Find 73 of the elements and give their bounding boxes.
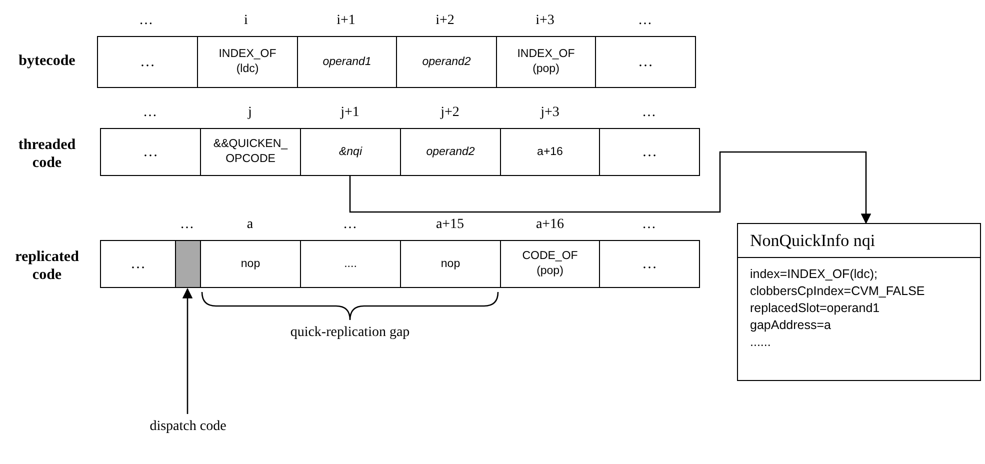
arrow [182,288,193,414]
cell-text: operand2 [422,54,471,70]
index-label: i+1 [336,12,356,30]
index-label: … [642,216,656,234]
code-cell [599,240,700,288]
cell-text: operand2 [426,144,475,160]
field-text: clobbersCpIndex=CVM_FALSE [750,283,926,300]
index-label: i+2 [436,12,454,30]
row-label: bytecode [18,52,76,70]
code-cell [400,128,501,176]
index-label: i [244,12,248,30]
index-label: a+16 [536,216,564,234]
code-cell [200,240,301,288]
index-label: j+2 [440,104,460,122]
cell-text: … [143,142,158,162]
index-label: … [143,104,157,122]
pointer-label: dispatch code [150,418,226,436]
cell-text: … [642,254,657,274]
code-cell [595,36,696,88]
code-cell [100,240,176,288]
code-cell [500,128,600,176]
cell-text: &nqi [338,144,362,160]
cell-text: CODE_OF [522,249,578,264]
code-cell [500,240,600,288]
cell-text: nop [440,256,460,272]
code-cell [300,128,401,176]
cell-text: … [140,52,155,72]
code-cell [200,128,301,176]
index-label: … [638,12,652,30]
code-cell [100,128,201,176]
code-cell [97,36,198,88]
field-text: index=INDEX_OF(ldc); [750,266,878,283]
row-label: threaded code [17,136,77,172]
index-label: i+3 [536,12,554,30]
code-cell [496,36,596,88]
cell-text: (pop) [532,62,560,77]
cell-text: (ldc) [236,62,259,77]
cell-text: (pop) [536,264,564,279]
field-text: gapAddress=a [750,317,832,334]
cell-text: … [638,52,653,72]
cell-text: INDEX_OF [218,47,276,62]
cell-text: … [130,254,146,274]
arrow [349,151,872,224]
index-label: j [248,104,252,122]
index-label: j+1 [340,104,360,122]
index-label: … [343,216,357,234]
cell-text: OPCODE [226,152,276,167]
index-label: j+3 [540,104,560,122]
index-label: a+15 [436,216,464,234]
index-label: … [642,104,656,122]
code-cell [300,240,401,288]
cell-text: a+16 [537,144,563,160]
index-label: … [180,216,194,234]
code-cell [396,36,497,88]
code-cell [400,240,501,288]
row-label: replicated code [14,248,80,284]
cell-text: nop [240,256,260,272]
index-label: … [139,12,153,30]
struct-title: NonQuickInfo nqi [750,230,876,252]
code-cell [197,36,298,88]
field-text: ...... [750,334,772,351]
cell-text: .... [344,256,357,272]
cell-text: … [642,142,657,162]
cell-text: INDEX_OF [517,47,575,62]
struct-box [737,223,981,381]
code-cell [297,36,397,88]
cell-text: &&QUICKEN_ [213,137,288,152]
index-label: a [246,216,254,234]
code-cell [599,128,700,176]
cell-text: operand1 [322,54,372,70]
field-text: replacedSlot=operand1 [750,300,881,317]
gap-label: quick-replication gap [290,324,410,342]
shaded-cell [175,240,201,288]
